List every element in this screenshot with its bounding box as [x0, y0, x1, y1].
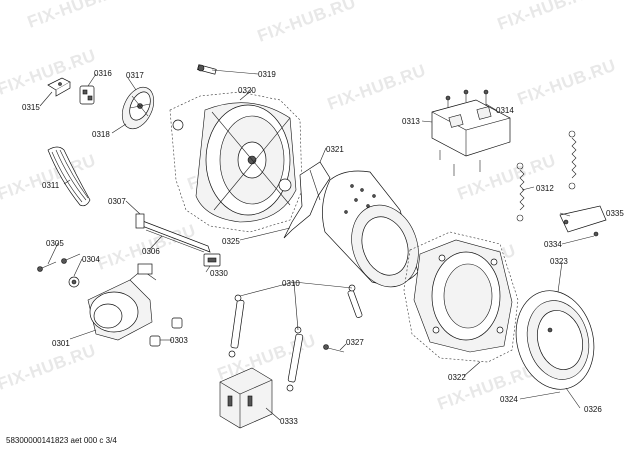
part-motor-0301	[87, 263, 157, 341]
watermark: FIX-HUB.RU	[25, 0, 128, 32]
part-bracket-0315	[47, 77, 71, 97]
label-0312: 0312	[536, 184, 554, 193]
label-0315: 0315	[22, 103, 40, 112]
label-0321: 0321	[326, 145, 344, 154]
label-0311: 0311	[42, 181, 60, 190]
part-rear-tub-0320	[169, 91, 303, 233]
part-bolt-0327	[323, 344, 345, 353]
label-0307: 0307	[108, 197, 126, 206]
label-0330: 0330	[210, 269, 228, 278]
part-door-seal-0323	[515, 290, 595, 390]
label-0313: 0313	[402, 117, 420, 126]
label-0303: 0303	[170, 336, 188, 345]
label-0323: 0323	[550, 257, 568, 266]
label-0314: 0314	[496, 106, 514, 115]
document-footer: 58300000141823 aet 000 c 3/4	[6, 436, 117, 445]
watermark: FIX-HUB.RU	[255, 0, 358, 46]
part-top-bracket-0313	[431, 89, 511, 176]
leader-lines	[39, 69, 595, 421]
label-0325: 0325	[222, 237, 240, 246]
label-0327: 0327	[346, 338, 364, 347]
label-0334: 0334	[544, 240, 562, 249]
part-screw-0305	[37, 261, 57, 272]
label-0324: 0324	[500, 395, 518, 404]
part-pulley-0317	[121, 86, 155, 130]
label-0301: 0301	[52, 339, 70, 348]
part-front-tub-0322	[403, 231, 519, 363]
part-belt-0311	[47, 146, 91, 207]
part-bushing-0303	[149, 317, 183, 347]
label-0316: 0316	[94, 69, 112, 78]
part-sensor-0330	[203, 253, 221, 267]
label-0318: 0318	[92, 130, 110, 139]
label-0326: 0326	[584, 405, 602, 414]
label-0335: 0335	[606, 209, 624, 218]
label-0310: 0310	[282, 279, 300, 288]
label-0304: 0304	[82, 255, 100, 264]
label-0322: 0322	[448, 373, 466, 382]
part-shock-absorber-0310	[228, 284, 363, 392]
watermark: FIX-HUB.RU	[325, 61, 428, 114]
part-counterweight-0335	[559, 205, 607, 237]
part-heater-0306	[135, 213, 211, 253]
label-0333: 0333	[280, 417, 298, 426]
label-0320: 0320	[238, 86, 256, 95]
part-labels: 0301 0303 0304 0305 0306 0307 0310 0311 …	[22, 69, 624, 426]
watermark: FIX-HUB.RU	[0, 341, 98, 394]
label-0319: 0319	[258, 70, 276, 79]
part-sensor-0316	[79, 85, 95, 105]
label-0317: 0317	[126, 71, 144, 80]
part-nut-0304	[68, 276, 80, 288]
part-block-0333	[219, 367, 273, 429]
watermark: FIX-HUB.RU	[435, 361, 538, 414]
part-screw-0304	[61, 253, 81, 264]
part-spider-0325	[283, 161, 331, 239]
watermark: FIX-HUB.RU	[455, 151, 558, 204]
watermark: FIX-HUB.RU	[515, 56, 618, 109]
label-0306: 0306	[142, 247, 160, 256]
part-spring-0312	[516, 130, 577, 222]
part-screw-0319	[197, 64, 217, 75]
part-drum-0321	[322, 170, 419, 288]
label-0305: 0305	[46, 239, 64, 248]
watermark: FIX-HUB.RU	[495, 0, 598, 34]
